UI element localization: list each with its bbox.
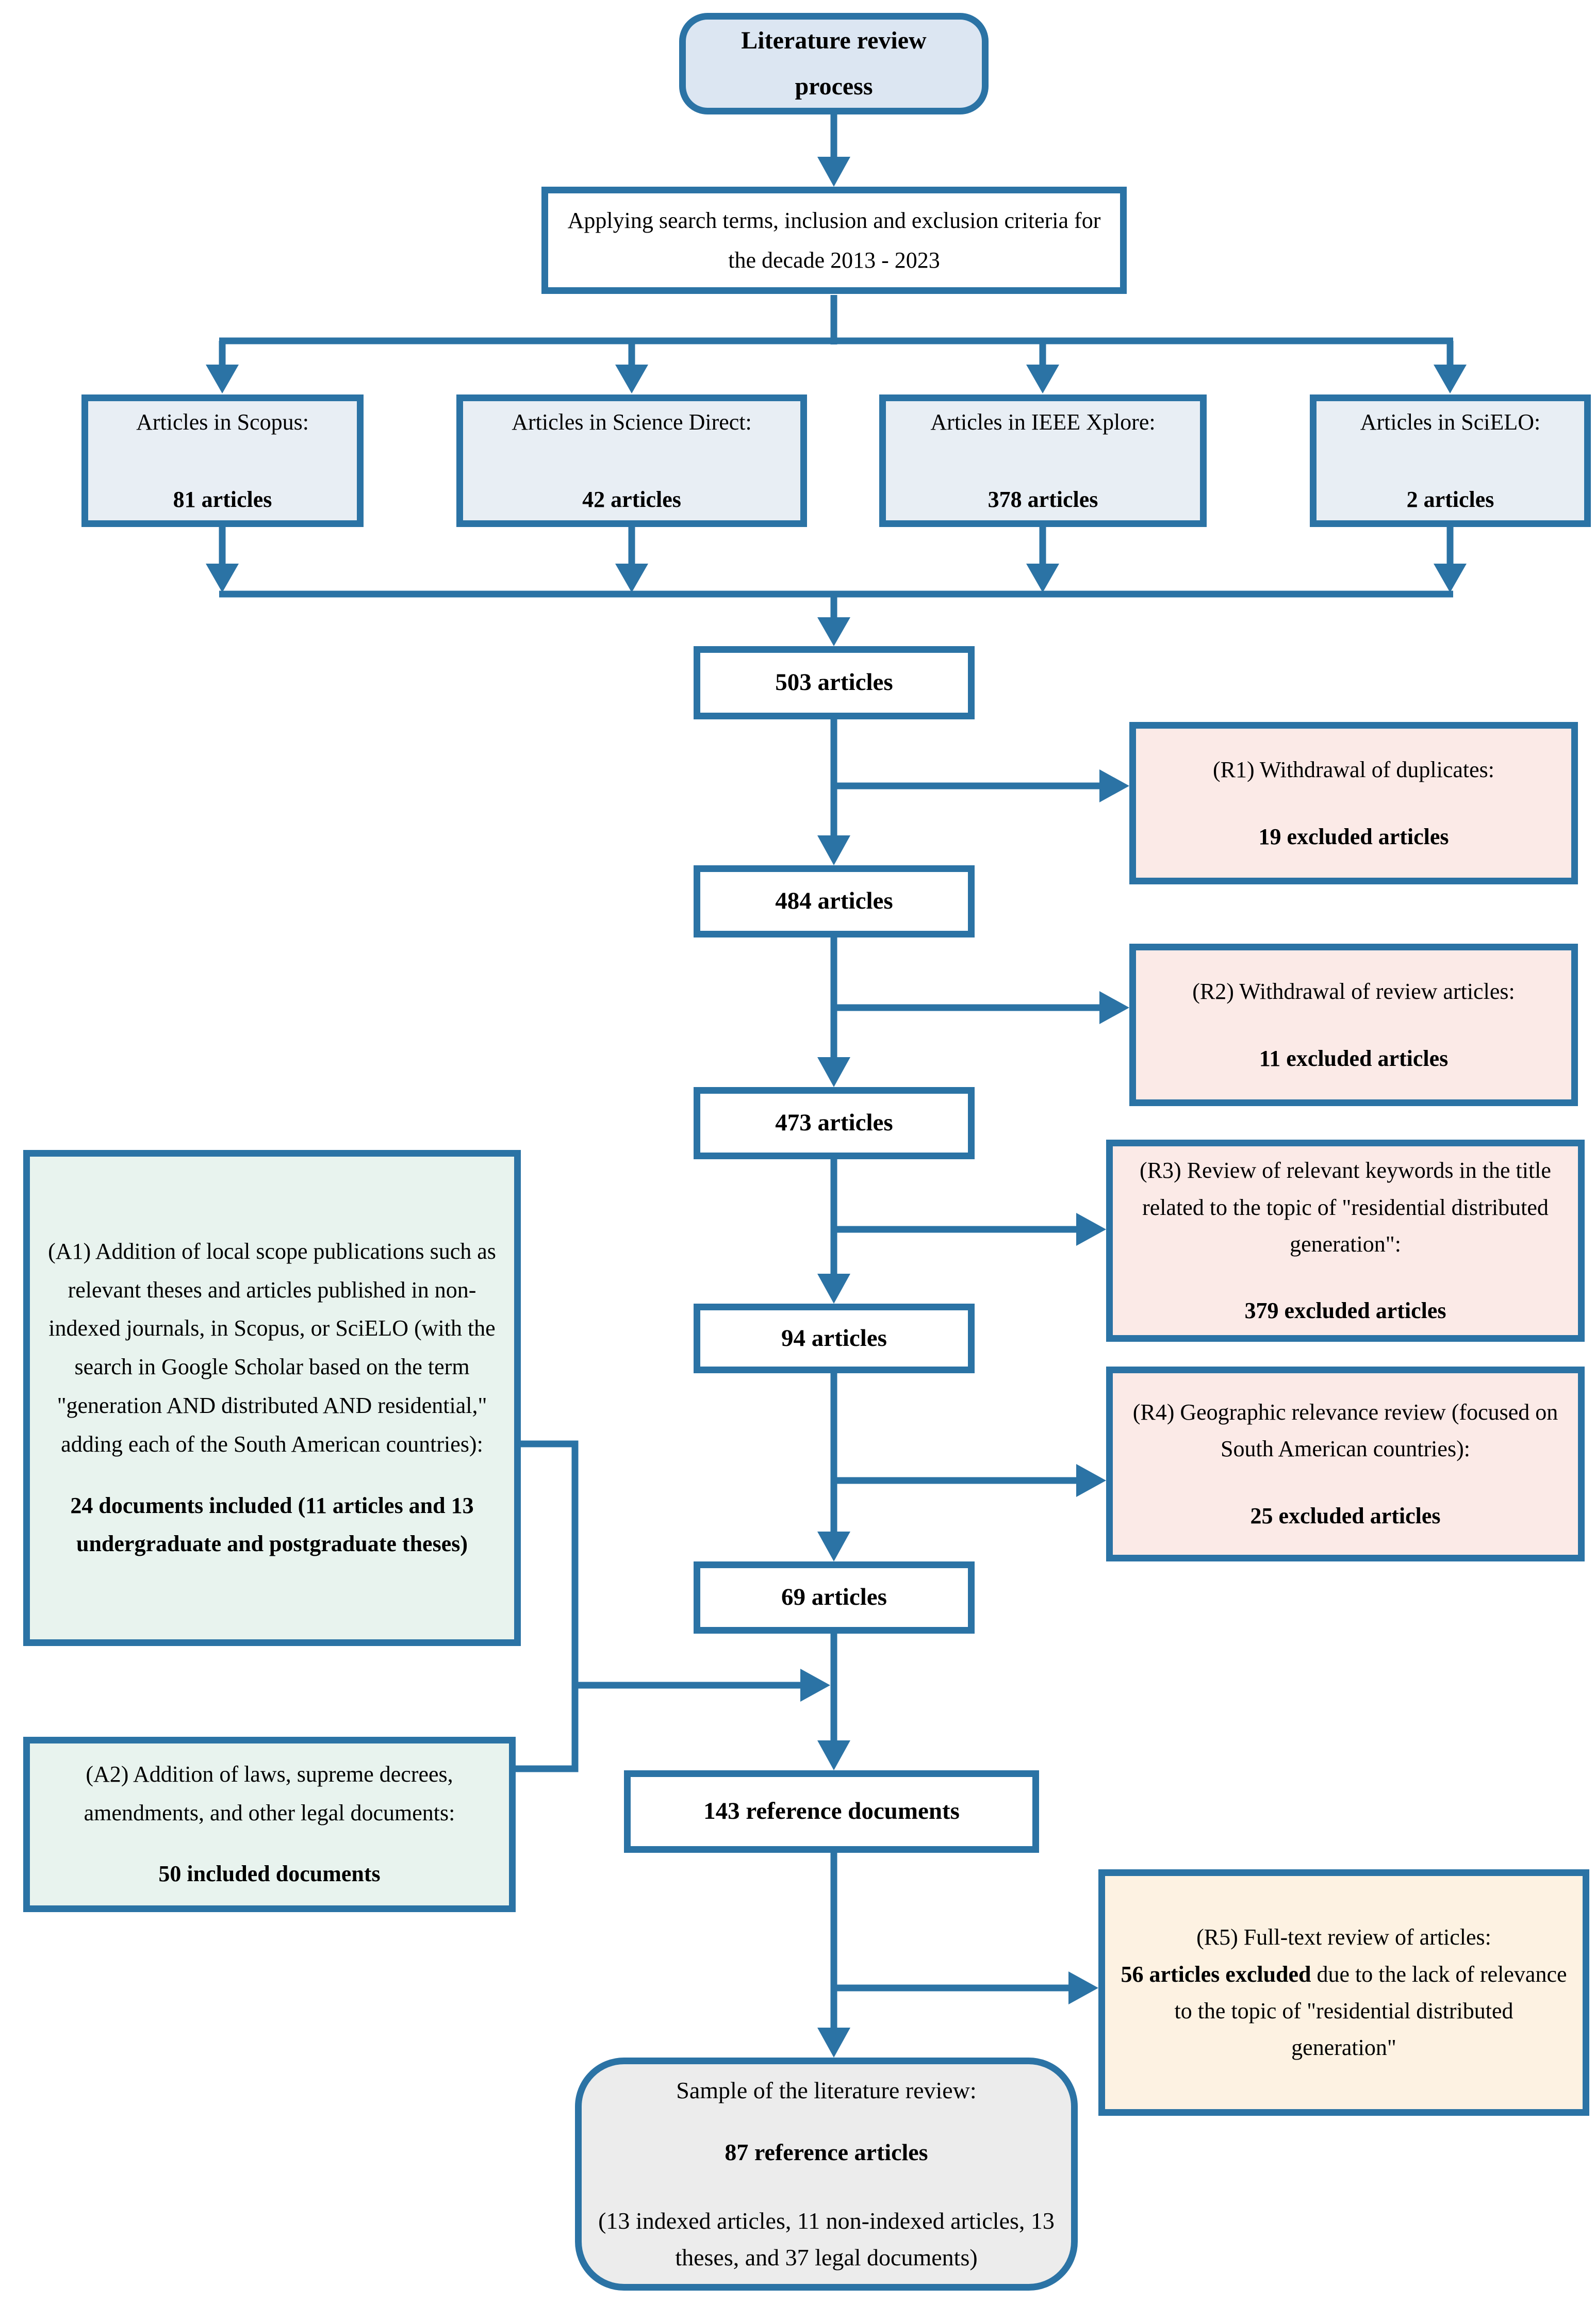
arrowhead-branch-additions [800, 1669, 830, 1702]
arrowhead-branch-r1 [1099, 769, 1129, 802]
arrowhead-branch-r3 [1076, 1213, 1106, 1246]
total-473-node: 473 articles [694, 1087, 975, 1159]
arrowhead-scopus-to-merge [206, 564, 239, 593]
start-label: Literature review process [741, 26, 927, 100]
arrowhead-503-to-484 [817, 835, 850, 865]
final-title: Sample of the literature review: [676, 2077, 977, 2104]
search-criteria-label: Applying search terms, inclusion and exc… [567, 208, 1101, 273]
total-94-node: 94 articles [694, 1304, 975, 1373]
arrowhead-94-to-69 [817, 1532, 850, 1561]
total-label: 473 articles [775, 1109, 893, 1137]
exclusion-count: 19 excluded articles [1258, 824, 1449, 849]
source-count: 2 articles [1406, 486, 1494, 512]
final-detail: (13 indexed articles, 11 non-indexed art… [598, 2208, 1055, 2271]
search-criteria-node: Applying search terms, inclusion and exc… [541, 187, 1127, 294]
exclusion-count-rest: due to the lack of relevance to the topi… [1174, 1961, 1567, 2061]
exclusion-count-bold: 56 articles excluded [1121, 1961, 1311, 1987]
exclusion-title: (R3) Review of relevant keywords in the … [1140, 1158, 1551, 1257]
arrowhead-rail-to-scopus [206, 365, 239, 393]
arrowhead-rail-to-sciencedirect [615, 365, 648, 393]
source-count: 378 articles [988, 486, 1098, 512]
source-scielo-node: Articles in SciELO: 2 articles [1310, 394, 1591, 527]
bracket-additions [514, 1440, 579, 1772]
exclusion-count: 25 excluded articles [1250, 1503, 1441, 1528]
addition-count: 24 documents included (11 articles and 1… [70, 1492, 474, 1557]
addition-count: 50 included documents [158, 1861, 381, 1887]
exclusion-r1-node: (R1) Withdrawal of duplicates: 19 exclud… [1129, 722, 1578, 884]
arrowhead-473-to-94 [817, 1274, 850, 1304]
total-484-node: 484 articles [694, 865, 975, 937]
total-503-node: 503 articles [694, 646, 975, 719]
total-143-node: 143 reference documents [624, 1770, 1039, 1853]
total-label: 69 articles [781, 1584, 887, 1611]
total-label: 143 reference documents [703, 1798, 960, 1825]
total-label: 484 articles [775, 887, 893, 915]
source-count: 81 articles [173, 486, 272, 512]
start-node: Literature review process [679, 13, 989, 114]
arrowhead-start-to-search [817, 157, 850, 187]
source-ieee-node: Articles in IEEE Xplore: 378 articles [879, 394, 1207, 527]
exclusion-count: 11 excluded articles [1259, 1045, 1449, 1071]
arrowhead-rail-to-scielo [1434, 365, 1467, 393]
exclusion-title: (R2) Withdrawal of review articles: [1192, 979, 1515, 1005]
source-scopus-node: Articles in Scopus: 81 articles [81, 394, 364, 527]
arrowhead-branch-r5 [1068, 1971, 1098, 2004]
source-sciencedirect-node: Articles in Science Direct: 42 articles [456, 394, 807, 527]
arrowhead-sciencedirect-to-merge [615, 564, 648, 593]
total-label: 503 articles [775, 669, 893, 696]
arrowhead-branch-r2 [1099, 991, 1129, 1024]
exclusion-r2-node: (R2) Withdrawal of review articles: 11 e… [1129, 944, 1578, 1106]
final-count: 87 reference articles [725, 2138, 928, 2165]
source-count: 42 articles [582, 486, 681, 512]
exclusion-title: (R1) Withdrawal of duplicates: [1212, 757, 1495, 783]
addition-a2-node: (A2) Addition of laws, supreme decrees, … [23, 1737, 516, 1912]
arrowhead-rail-to-ieee [1026, 365, 1059, 393]
arrowhead-143-to-final [817, 2028, 850, 2058]
exclusion-count: 56 articles excluded due to the lack of … [1120, 1956, 1568, 2066]
exclusion-title: (R4) Geographic relevance review (focuse… [1132, 1400, 1558, 1462]
source-title: Articles in SciELO: [1360, 409, 1541, 435]
arrowhead-scielo-to-merge [1434, 564, 1467, 593]
addition-text: (A1) Addition of local scope publication… [48, 1238, 496, 1457]
exclusion-count: 379 excluded articles [1244, 1298, 1446, 1324]
arrowhead-484-to-473 [817, 1057, 850, 1087]
arrowhead-branch-r4 [1076, 1464, 1106, 1497]
source-title: Articles in Science Direct: [512, 409, 752, 435]
exclusion-title: (R5) Full-text review of articles: [1196, 1924, 1491, 1950]
addition-text: (A2) Addition of laws, supreme decrees, … [84, 1761, 455, 1825]
exclusion-r5-node: (R5) Full-text review of articles: 56 ar… [1098, 1869, 1589, 2116]
arrowhead-merge-to-503 [817, 617, 850, 646]
total-69-node: 69 articles [694, 1561, 975, 1634]
final-sample-node: Sample of the literature review: 87 refe… [575, 2058, 1078, 2291]
exclusion-r4-node: (R4) Geographic relevance review (focuse… [1106, 1367, 1585, 1561]
arrowhead-69-to-143 [817, 1740, 850, 1770]
exclusion-r3-node: (R3) Review of relevant keywords in the … [1106, 1140, 1585, 1342]
source-title: Articles in Scopus: [136, 409, 309, 435]
source-title: Articles in IEEE Xplore: [930, 409, 1156, 435]
arrowhead-ieee-to-merge [1026, 564, 1059, 593]
total-label: 94 articles [781, 1324, 887, 1352]
addition-a1-node: (A1) Addition of local scope publication… [23, 1150, 521, 1646]
